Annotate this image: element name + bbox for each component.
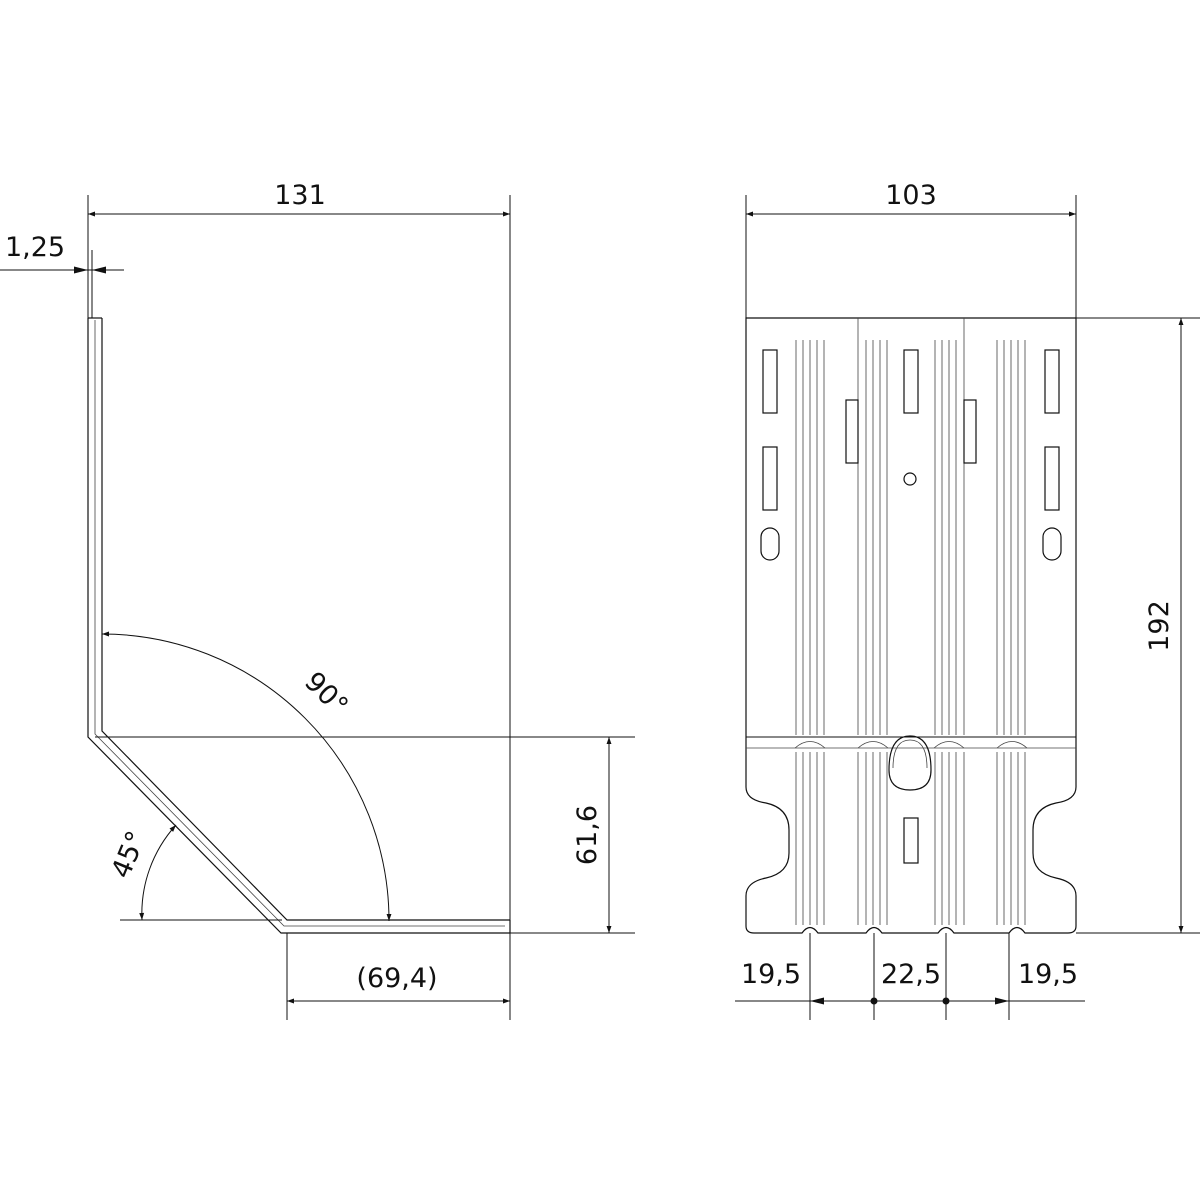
- dim-arrow-chain-1: [810, 997, 824, 1005]
- dim-label-1-25: 1,25: [5, 232, 65, 263]
- mounting-slots: [762, 349, 1060, 864]
- fold-band: [746, 741, 1076, 749]
- dim-label-131: 131: [274, 180, 326, 211]
- side-view: 131 1,25 90° 45° 61,6 (69,4): [0, 180, 635, 1020]
- dim-label-69-4: (69,4): [356, 963, 437, 994]
- front-view: 103 192 19,5 22,5 19,5: [735, 180, 1200, 1020]
- dim-label-61-6: 61,6: [572, 805, 603, 865]
- angle-label-45: 45°: [106, 827, 153, 883]
- dim-label-19-5-left: 19,5: [741, 959, 801, 990]
- plate-outline: [745, 317, 1077, 934]
- angle-label-90: 90°: [298, 666, 354, 722]
- angle-arc-90: [101, 631, 392, 922]
- dim-dot-chain-2: [942, 997, 950, 1005]
- lower-ribs: [795, 752, 1026, 925]
- dim-label-22-5: 22,5: [881, 959, 941, 990]
- angle-arc-45: [139, 824, 177, 921]
- front-extension-lines: [745, 195, 1200, 1020]
- side-extension-lines: [87, 195, 635, 1020]
- dim-arrow-chain-2: [995, 997, 1009, 1005]
- dim-dot-chain-1: [870, 997, 878, 1005]
- upper-ribs: [795, 318, 1026, 735]
- dim-label-19-5-right: 19,5: [1018, 959, 1078, 990]
- mounting-holes: [760, 472, 1062, 791]
- dim-arrow-1-25b: [92, 266, 106, 274]
- dim-arrow-1-25: [74, 266, 88, 274]
- dim-label-192: 192: [1144, 600, 1175, 652]
- dim-label-103: 103: [885, 180, 937, 211]
